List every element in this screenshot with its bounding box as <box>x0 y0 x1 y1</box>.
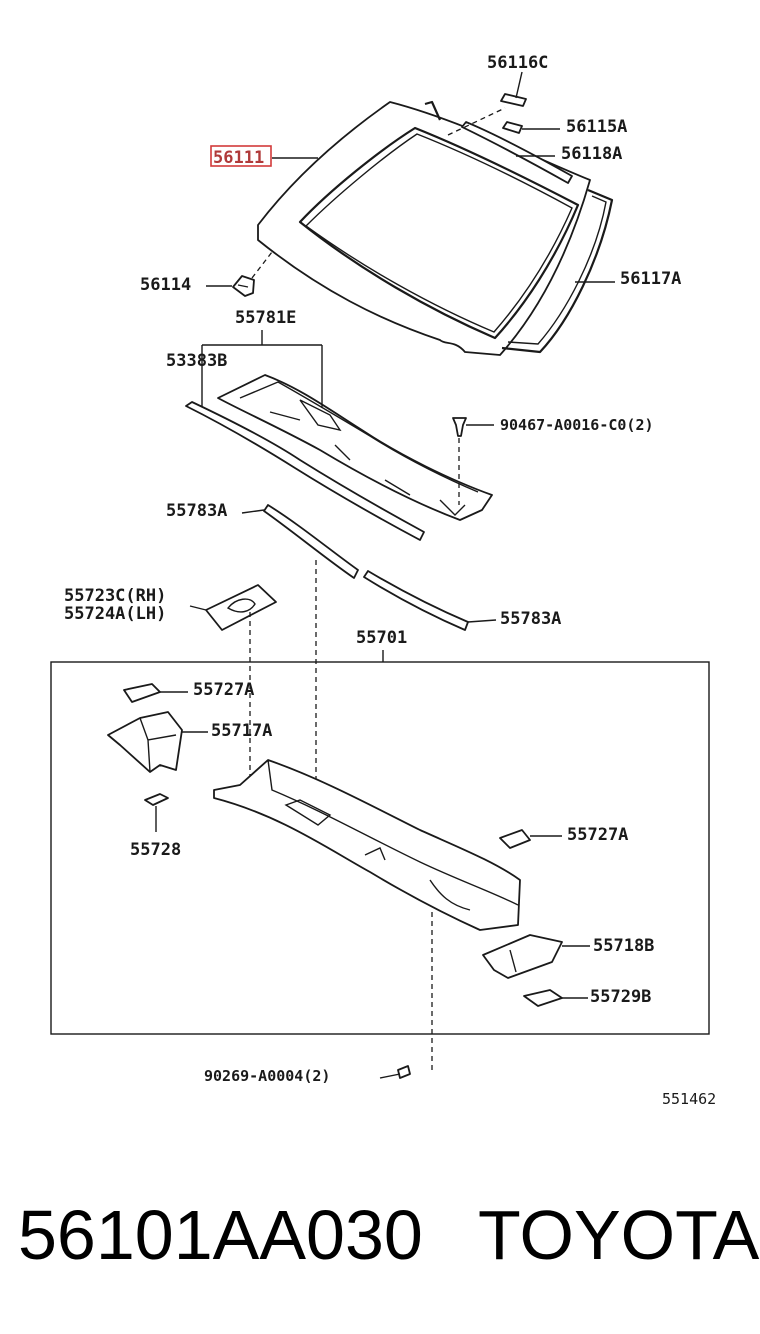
label-55724a: 55724A(LH) <box>64 604 166 624</box>
brand-name: TOYOTA <box>478 1196 760 1274</box>
cowl-top-panel <box>213 759 521 931</box>
label-56111: 56111 <box>213 148 264 168</box>
label-90467: 90467-A0016-C0(2) <box>500 416 654 434</box>
bracket-55718b <box>482 934 563 979</box>
label-56117a: 56117A <box>620 269 681 289</box>
label-55783a-lower: 55783A <box>500 609 561 629</box>
assembly-box-55701 <box>50 661 710 1035</box>
label-56114: 56114 <box>140 275 191 295</box>
weatherstrip-53383b <box>185 401 425 541</box>
label-56118a: 56118A <box>561 144 622 164</box>
seal-55783a-lower <box>363 570 469 631</box>
label-56115a: 56115A <box>566 117 627 137</box>
footer: 56101AA030 TOYOTA <box>0 1190 760 1280</box>
clip-90467 <box>452 417 467 437</box>
label-55728: 55728 <box>130 840 181 860</box>
bracket-55727a-right <box>499 829 531 849</box>
label-55729b: 55729B <box>590 987 651 1007</box>
spacer-56116c <box>500 93 527 107</box>
parts-diagram: 56116C 56111 56115A 56118A 56117A 56114 … <box>50 53 716 1108</box>
diagram-id: 551462 <box>662 1090 716 1108</box>
moulding-56117a <box>501 188 614 354</box>
windshield-glass <box>257 101 591 356</box>
label-55727a-right: 55727A <box>567 825 628 845</box>
label-55718b: 55718B <box>593 936 654 956</box>
label-55781e: 55781E <box>235 308 296 328</box>
cowl-louver-55781e <box>217 374 493 521</box>
pad-55729b <box>523 989 563 1007</box>
part-number: 56101AA030 <box>18 1196 423 1274</box>
bracket-55717a <box>107 711 183 773</box>
label-90269: 90269-A0004(2) <box>204 1067 330 1085</box>
bolt-90269 <box>379 1065 411 1079</box>
moulding-56118a <box>461 121 573 184</box>
label-55723c: 55723C(RH) <box>64 586 166 606</box>
label-55727a-left: 55727A <box>193 680 254 700</box>
label-55783a-upper: 55783A <box>166 501 227 521</box>
bracket-55727a-left <box>123 683 161 703</box>
label-55717a: 55717A <box>211 721 272 741</box>
retainer-56115a <box>502 121 523 134</box>
highlight-box-56111 <box>210 145 272 167</box>
clip-56114 <box>232 275 255 297</box>
label-53383b: 53383B <box>166 351 227 371</box>
label-55701: 55701 <box>356 628 407 648</box>
bracket-55723c-55724a <box>205 584 277 631</box>
pad-55728 <box>144 793 169 806</box>
label-56116c: 56116C <box>487 53 548 73</box>
seal-55783a-upper <box>263 504 359 579</box>
